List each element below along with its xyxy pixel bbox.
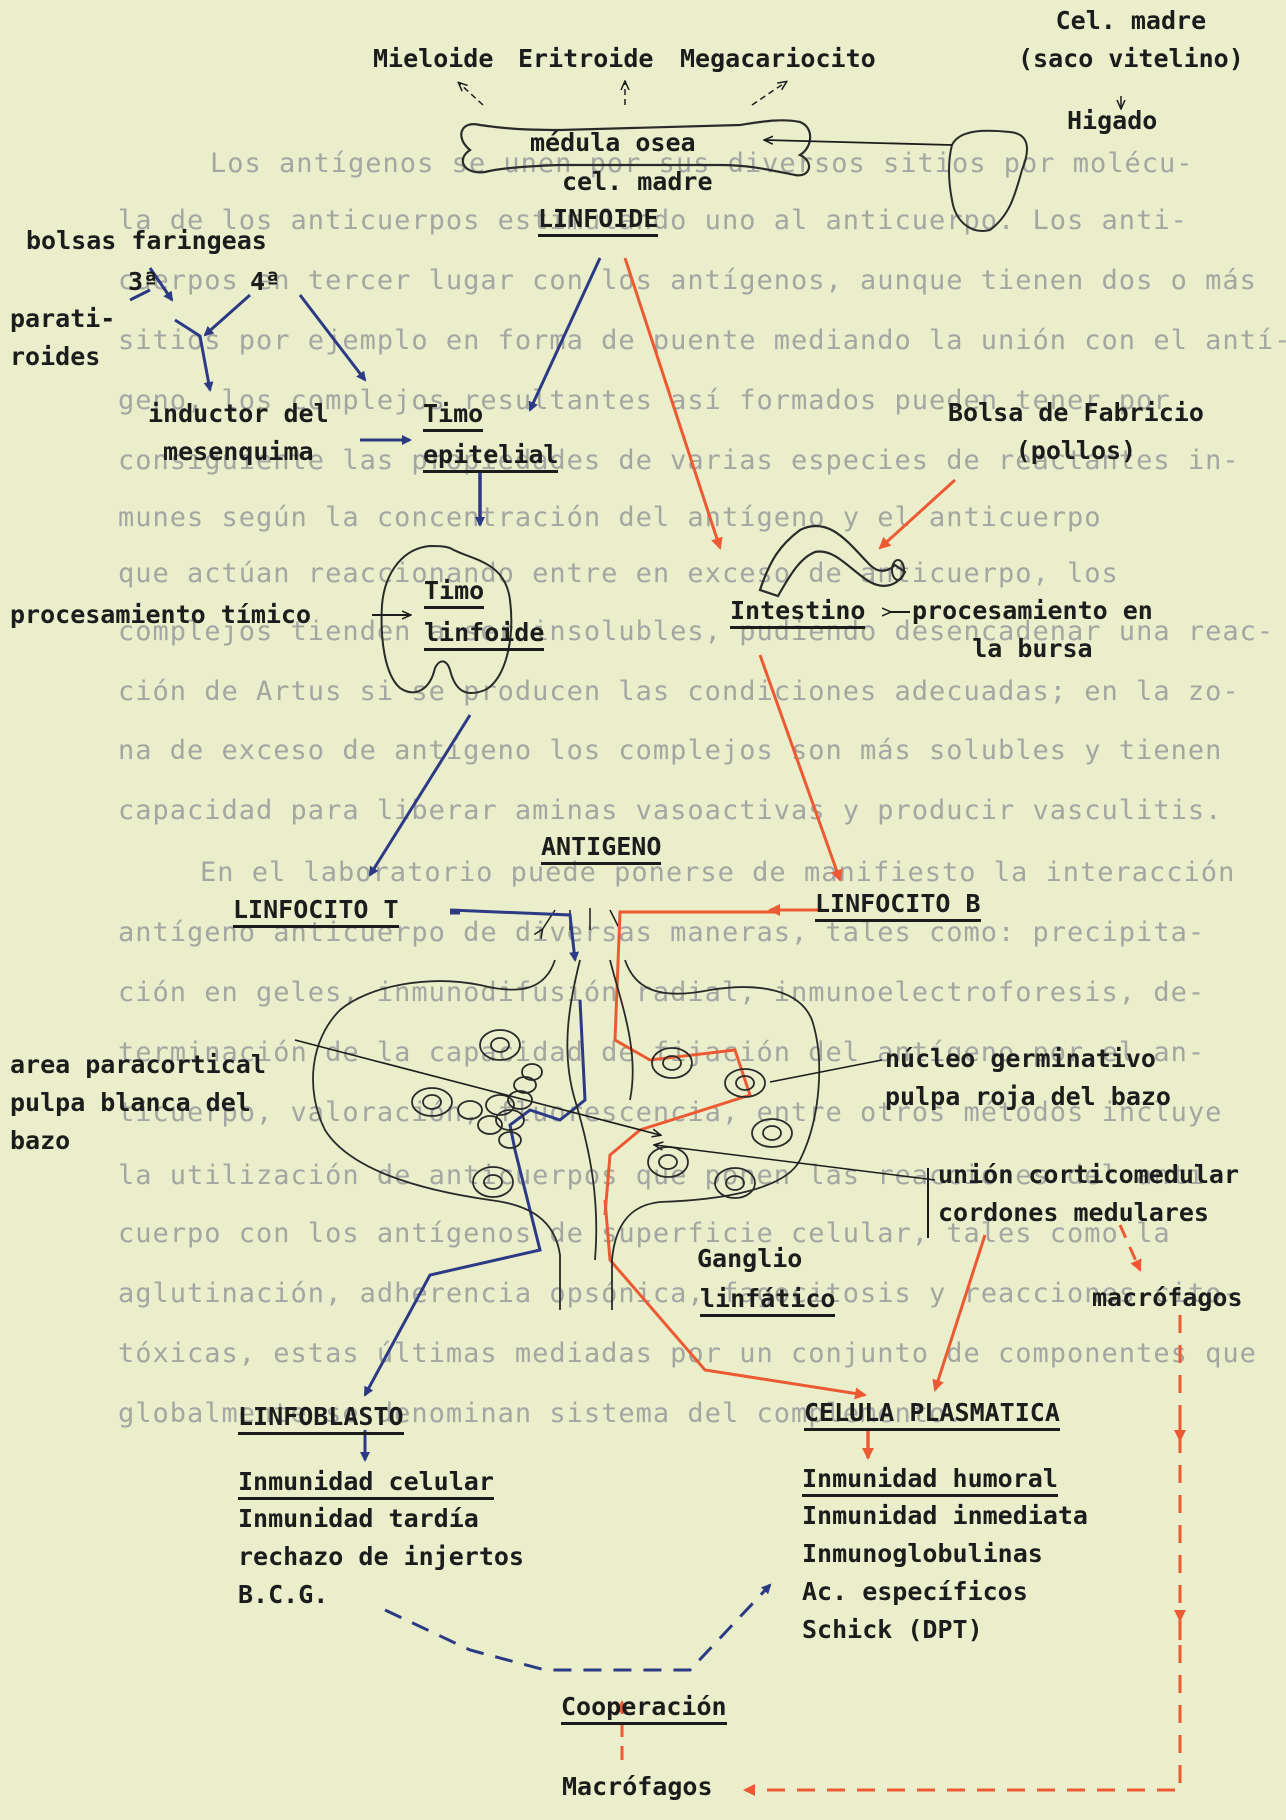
label-higado: Higado [1067,102,1157,140]
label-procesamiento-bursa-1: procesamiento en [912,592,1153,630]
label-linfatico: linfático [700,1284,835,1317]
label-inductor-2: mesenquima [148,433,329,471]
label-ganglio: Ganglio [697,1244,802,1273]
label-3a: 3ª [128,263,158,301]
label-linfocito-t: LINFOCITO T [233,895,399,928]
label-area-paracortical-3: bazo [10,1122,266,1160]
label-cel-madre-saco: Cel. madre (saco vitelino) [1018,2,1244,78]
label-inmunidad-celular: Inmunidad celular [238,1467,494,1500]
label-inmunidad-humoral: Inmunidad humoral [802,1464,1058,1497]
label-paratiroides: parati- roides [10,300,115,376]
label-area-paracortical-1: area paracortical [10,1046,266,1084]
label-bolsa-fabricio-1: Bolsa de Fabricio [948,394,1204,432]
label-cel-madre: cel. madre [562,163,713,201]
label-macrofagos-right: macrófagos [1092,1279,1243,1317]
label-union-corticomedular-1: unión corticomedular [938,1156,1239,1194]
label-inductor-1: inductor del [148,395,329,433]
label-procesamiento-bursa: procesamiento en la bursa [912,592,1153,668]
label-nucleo-germinativo-1: núcleo germinativo [885,1040,1171,1078]
label-bolsas-faringeas: bolsas faringeas [26,222,267,260]
label-bolsa-fabricio-2: (pollos) [948,432,1204,470]
label-union-corticomedular-2: cordones medulares [938,1194,1239,1232]
label-linfoide: LINFOIDE [538,204,658,237]
label-area-paracortical: area paracortical pulpa blanca del bazo [10,1046,266,1160]
label-cel-madre-saco-2: (saco vitelino) [1018,40,1244,78]
label-procesamiento-bursa-2: la bursa [912,630,1153,668]
label-mieloide: Mieloide [373,40,493,78]
label-macrofagos-bottom: Macrófagos [562,1768,713,1806]
celular-item: rechazo de injertos [238,1538,524,1576]
label-union-corticomedular: unión corticomedular cordones medulares [938,1156,1239,1232]
label-celula-plasmatica: CELULA PLASMATICA [804,1398,1060,1431]
humoral-item: Ac. específicos [802,1573,1088,1611]
label-nucleo-germinativo: núcleo germinativo pulpa roja del bazo [885,1040,1171,1116]
label-eritroide: Eritroide [518,40,653,78]
label-timo-epitelial-2: epitelial [423,440,558,473]
label-megacariocito: Megacariocito [680,40,876,78]
label-area-paracortical-2: pulpa blanca del [10,1084,266,1122]
label-linfoblasto: LINFOBLASTO [238,1402,404,1435]
celular-item: B.C.G. [238,1576,524,1614]
label-cooperacion: Cooperación [561,1692,727,1725]
humoral-item: Schick (DPT) [802,1611,1088,1649]
humoral-item: Inmunidad inmediata [802,1497,1088,1535]
label-intestino: Intestino [730,596,865,629]
yolk-sac-shape [949,131,1027,231]
label-paratiroides-2: roides [10,338,115,376]
label-nucleo-germinativo-2: pulpa roja del bazo [885,1078,1171,1116]
label-cel-madre-saco-1: Cel. madre [1018,2,1244,40]
label-antigeno: ANTIGENO [541,832,661,865]
label-4a: 4ª [250,263,280,301]
label-procesamiento-timico: procesamiento tímico [10,596,311,634]
label-medula-osea: médula osea [530,124,696,162]
label-bolsa-fabricio: Bolsa de Fabricio (pollos) [948,394,1204,470]
humoral-items: Inmunidad inmediata Inmunoglobulinas Ac.… [802,1497,1088,1649]
celular-items: Inmunidad tardía rechazo de injertos B.C… [238,1500,524,1614]
bursa-shape [760,526,905,596]
label-timo-linfoide-1: Timo [424,576,484,609]
label-paratiroides-1: parati- [10,300,115,338]
celular-item: Inmunidad tardía [238,1500,524,1538]
label-inductor-mesenquima: inductor del mesenquima [148,395,329,471]
humoral-item: Inmunoglobulinas [802,1535,1088,1573]
label-timo-linfoide-2: linfoide [424,618,544,651]
label-linfocito-b: LINFOCITO B [815,889,981,922]
label-timo-epitelial-1: Timo [423,399,483,432]
